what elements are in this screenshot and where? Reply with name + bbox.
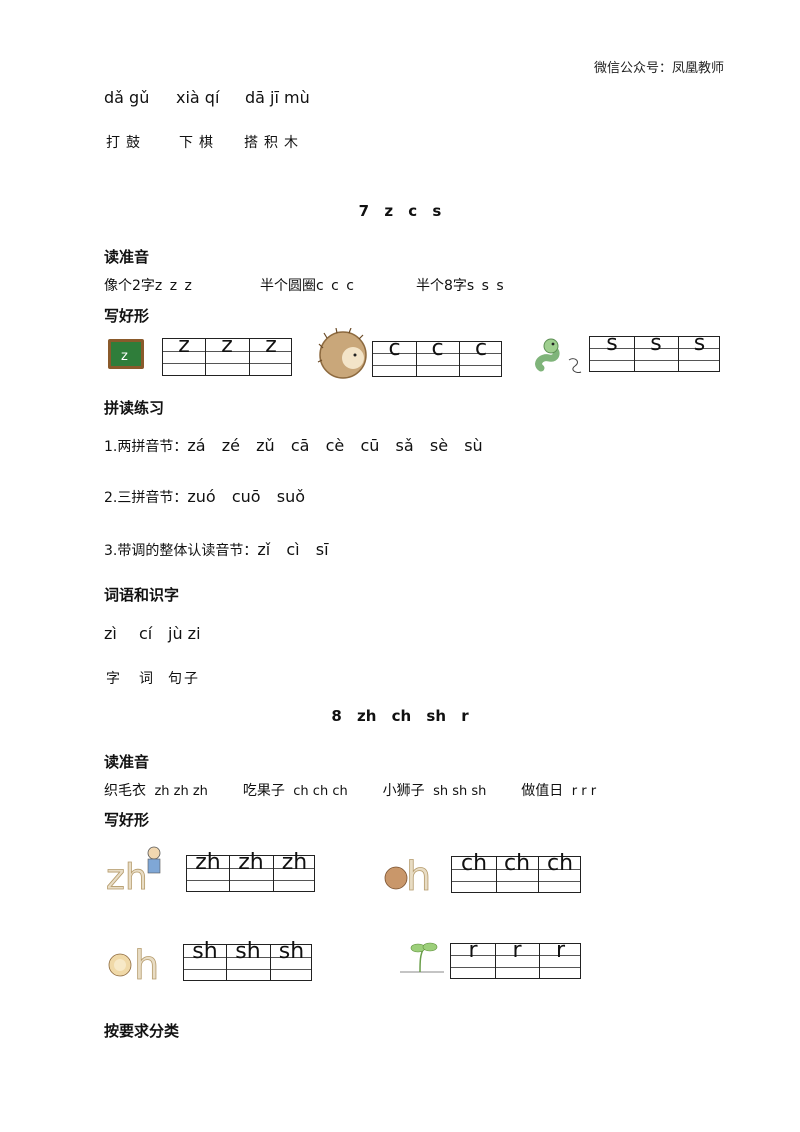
zh-picture-label: zh — [106, 857, 148, 893]
read-item-pinyin: zh zh zh — [154, 784, 208, 799]
header-account-text: 微信公众号：凤凰教师 — [593, 61, 724, 76]
lesson7-write-heading: 写好形 — [104, 307, 150, 325]
lesson8-read-row: 织毛衣 zh zh zh 吃果子 ch ch ch 小狮子 sh sh sh 做… — [104, 780, 596, 800]
lesson7-words-heading: 词语和识字 — [104, 586, 180, 604]
lesson8-classify-heading: 按要求分类 — [104, 1022, 180, 1040]
blackboard-letter: z — [121, 349, 128, 364]
word-hanzi-2: 词 — [139, 671, 159, 687]
practice-label: 1.两拼音节： — [104, 439, 188, 455]
practice-row-3: 3.带调的整体认读音节：zǐ cì sī — [104, 540, 329, 560]
read-item-pinyin: r r r — [571, 784, 597, 799]
practice-syllables: zǐ cì sī — [257, 540, 329, 559]
grid-letter: r — [555, 938, 566, 963]
ch-picture-label: h — [406, 854, 431, 894]
grid-letter: zh — [281, 850, 308, 875]
sprout-image — [398, 938, 446, 978]
writing-grid-zh: zh zh zh — [186, 850, 315, 892]
lesson7-title: 7 z c s — [358, 202, 442, 220]
hedgehog-image — [317, 327, 369, 380]
sh-picture-label: h — [134, 943, 159, 981]
lesson7-read-item-3: 半个8字s s s — [416, 278, 504, 294]
top-hanzi-3: 搭积木 — [244, 135, 304, 151]
ch-picture-image: h — [382, 846, 438, 900]
snake-image — [533, 334, 585, 376]
grid-letter: ch — [546, 851, 574, 876]
grid-letter: c — [431, 336, 444, 361]
grid-letter: r — [468, 938, 478, 963]
sh-picture-image: h — [106, 935, 166, 989]
lesson8-title: 8 zh ch sh r — [331, 707, 469, 725]
word-pinyin-2: cí — [139, 624, 153, 643]
grid-letter: z — [265, 333, 277, 358]
read-item-hanzi: 织毛衣 — [104, 783, 146, 799]
lesson7-read-item-2: 半个圆圈c c c — [260, 278, 354, 294]
writing-grid-s: s s s — [589, 331, 720, 372]
grid-letter: s — [606, 331, 618, 356]
read-item-hanzi: 小狮子 — [382, 783, 425, 799]
word-pinyin-1: zì — [104, 624, 117, 643]
writing-grid-r: r r r — [450, 938, 581, 979]
grid-letter: z — [221, 333, 233, 358]
grid-letter: zh — [195, 850, 221, 875]
lesson8-read-heading: 读准音 — [104, 753, 150, 771]
writing-grid-c: c c c — [372, 336, 502, 377]
word-pinyin-3: jù zi — [168, 624, 201, 643]
grid-letter: c — [388, 336, 401, 361]
top-hanzi-2: 下棋 — [179, 135, 219, 151]
practice-syllables: zuó cuō suǒ — [187, 487, 306, 506]
grid-letter: z — [178, 333, 190, 358]
lesson7-practice-heading: 拼读练习 — [104, 399, 165, 417]
lesson8-write-heading: 写好形 — [104, 811, 150, 829]
read-item-pinyin: ch ch ch — [293, 784, 348, 799]
grid-letter: ch — [503, 851, 531, 876]
read-item-pinyin: sh sh sh — [433, 784, 487, 799]
grid-letter: s — [693, 331, 706, 356]
practice-row-2: 2.三拼音节：zuó cuō suǒ — [104, 487, 305, 507]
lesson7-read-heading: 读准音 — [104, 248, 150, 266]
grid-letter: sh — [235, 939, 261, 964]
read-item-hanzi: 吃果子 — [242, 783, 285, 799]
zh-picture-image: zh — [106, 845, 170, 898]
grid-letter: sh — [278, 939, 305, 964]
grid-letter: r — [512, 938, 522, 963]
practice-label: 3.带调的整体认读音节： — [104, 543, 258, 559]
practice-syllables: zá zé zǔ cā cè cū sǎ sè sù — [187, 436, 483, 455]
grid-letter: sh — [192, 939, 218, 964]
top-pinyin-1: dǎ gǔ — [104, 88, 150, 107]
top-pinyin-3: dā jī mù — [245, 88, 310, 107]
word-hanzi-3: 句子 — [168, 671, 200, 687]
read-item-hanzi: 做值日 — [521, 783, 564, 799]
blackboard-image: z — [107, 338, 145, 370]
top-hanzi-1: 打鼓 — [106, 135, 146, 151]
grid-letter: zh — [238, 850, 264, 875]
writing-grid-ch: ch ch ch — [451, 851, 581, 893]
grid-letter: ch — [460, 851, 488, 876]
word-hanzi-1: 字 — [106, 671, 126, 687]
top-pinyin-2: xià qí — [176, 88, 220, 107]
lesson7-read-item-1: 像个2字z z z — [104, 278, 192, 294]
grid-letter: s — [650, 331, 662, 356]
practice-label: 2.三拼音节： — [104, 490, 188, 506]
writing-grid-z: z z z — [162, 333, 292, 376]
grid-letter: c — [474, 336, 488, 361]
writing-grid-sh: sh sh sh — [183, 939, 312, 981]
practice-row-1: 1.两拼音节：zá zé zǔ cā cè cū sǎ sè sù — [104, 436, 483, 456]
